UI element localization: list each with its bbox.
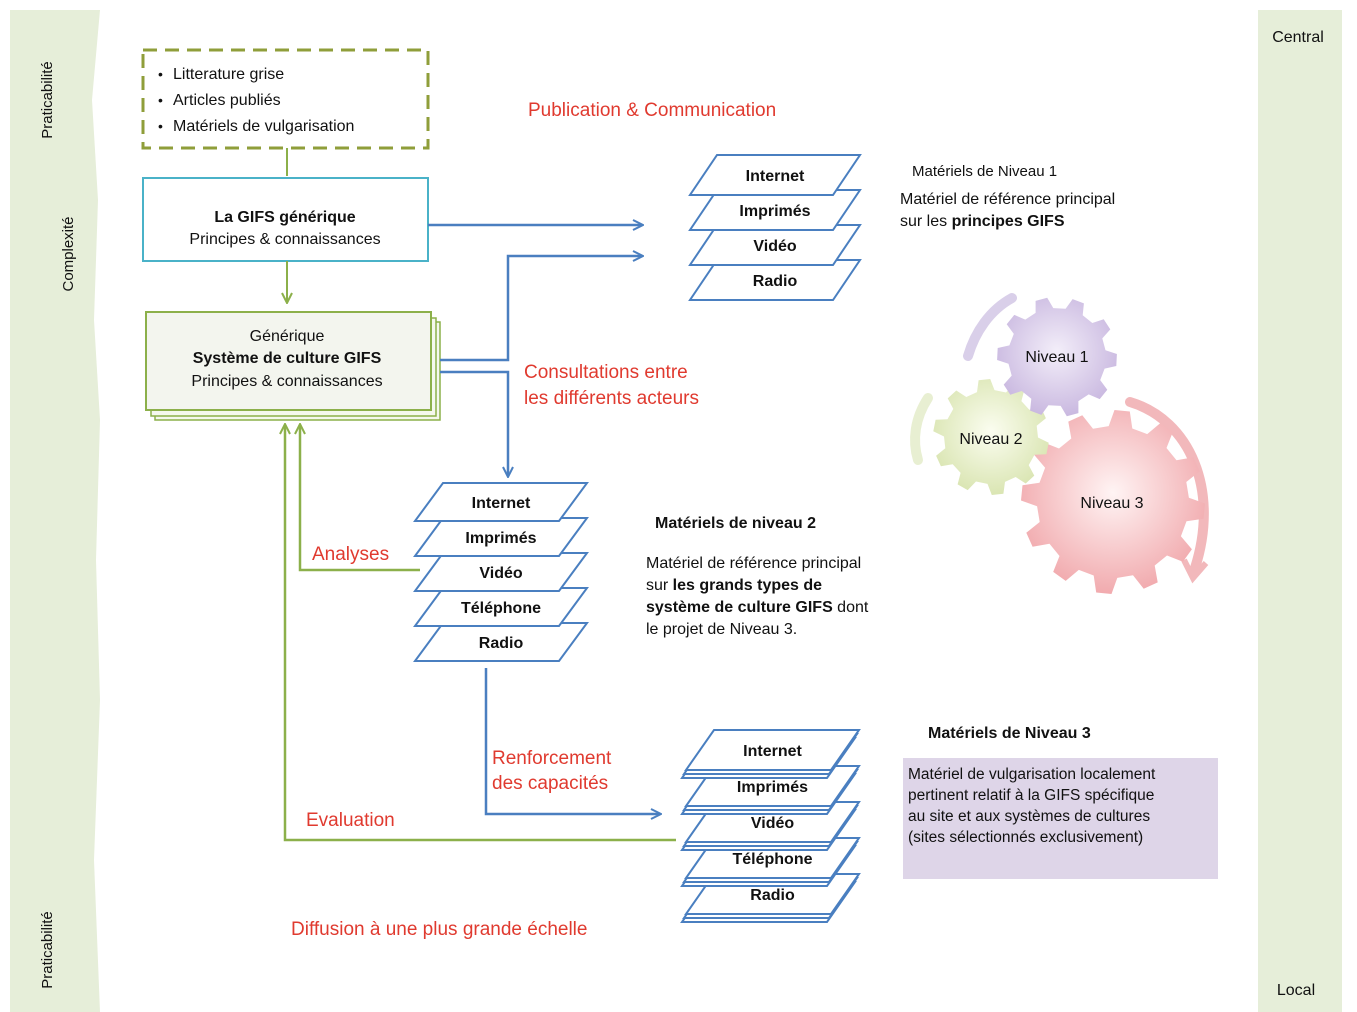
level3-desc-0: Matériel de vulgarisation localement <box>908 766 1156 783</box>
level3-desc-2: au site et aux systèmes de cultures <box>908 808 1150 825</box>
stack-item-label: Radio <box>479 635 524 652</box>
level2-stack: Radio Téléphone Vidéo Imprimés Internet <box>413 482 589 662</box>
level2-heading: Matériels de niveau 2 <box>655 515 816 532</box>
level2-desc-4: le projet de Niveau 3. <box>646 621 797 638</box>
gifs-generic-subtitle: Principes & connaissances <box>189 231 380 248</box>
source-item-2: Matériels de vulgarisation <box>173 118 354 135</box>
label-consultations-1: Consultations entre <box>524 362 688 383</box>
level1-desc-1: Matériel de référence principal <box>900 191 1115 208</box>
level3-stack: Radio Téléphone Vidéo Imprimés Internet <box>680 729 861 923</box>
arrow-system-level1 <box>440 256 642 362</box>
level1-stack: Radio Vidéo Imprimés Internet <box>688 154 862 301</box>
source-item-0: Litterature grise <box>173 66 284 83</box>
gear-niveau-2 <box>933 379 1049 495</box>
stack-item-label: Téléphone <box>461 600 541 617</box>
label-evaluation: Evaluation <box>306 810 395 831</box>
label-renforcement-1: Renforcement <box>492 748 612 769</box>
label-publication: Publication & Communication <box>528 100 776 121</box>
left-band <box>10 10 100 1012</box>
stack-item-label: Vidéo <box>479 565 523 582</box>
gear-arc-green <box>910 393 933 465</box>
level1-desc-2: sur les principes GIFS <box>900 213 1065 230</box>
source-bullet: • <box>158 92 163 108</box>
label-diffusion: Diffusion à une plus grande échelle <box>291 919 587 940</box>
stack-item-label: Internet <box>746 168 805 185</box>
level1-heading: Matériels de Niveau 1 <box>912 163 1057 180</box>
source-item-1: Articles publiés <box>173 92 281 109</box>
level2-desc-3: système de culture GIFS dont <box>646 599 869 616</box>
left-bottom-label: Praticabilité <box>39 911 56 989</box>
gear-body-red <box>1021 410 1205 594</box>
gear-label-2: Niveau 2 <box>959 431 1022 448</box>
gifs-generic-box <box>142 177 429 262</box>
source-bullet: • <box>158 66 163 82</box>
stack-item-label: Vidéo <box>751 815 795 832</box>
level2-desc-2: sur les grands types de <box>646 577 822 594</box>
system-line2: Système de culture GIFS <box>193 350 382 367</box>
system-line3: Principes & connaissances <box>191 373 382 390</box>
gears-illustration: Niveau 1 Niveau 2 Niveau 3 <box>910 293 1209 594</box>
stack-item-frame <box>413 482 589 522</box>
system-line1: Générique <box>250 328 325 345</box>
stack-item-frame <box>688 154 862 196</box>
gear-niveau-1 <box>997 297 1117 417</box>
stack-item-label: Internet <box>472 495 531 512</box>
level3-desc-1: pertinent relatif à la GIFS spécifique <box>908 787 1154 804</box>
level2-desc-1: Matériel de référence principal <box>646 555 861 572</box>
stack-item-label: Téléphone <box>732 851 812 868</box>
gear-label-3: Niveau 3 <box>1080 495 1143 512</box>
arrow-evaluation <box>285 425 676 842</box>
label-analyses: Analyses <box>312 544 389 565</box>
stack-item-label: Internet <box>743 743 802 760</box>
arrow-analyses <box>300 425 420 572</box>
level3-desc-box <box>903 758 1218 879</box>
gear-body-green <box>933 379 1049 495</box>
gear-niveau-3 <box>1021 410 1205 594</box>
sources-box <box>141 48 430 150</box>
gear-body-purple <box>997 297 1117 417</box>
gifs-generic-title: La GIFS générique <box>214 209 355 226</box>
left-top-label: Praticabilité <box>39 61 56 139</box>
right-top-label: Central <box>1272 29 1324 46</box>
right-bottom-label: Local <box>1277 982 1315 999</box>
level3-heading: Matériels de Niveau 3 <box>928 725 1091 742</box>
right-band <box>1258 10 1342 1012</box>
gear-label-1: Niveau 1 <box>1025 349 1088 366</box>
stack-item-label: Vidéo <box>753 238 797 255</box>
stack-item-label: Imprimés <box>465 530 536 547</box>
gear-arc-purple <box>963 293 1017 361</box>
source-bullet: • <box>158 118 163 134</box>
gear-arrowhead-red <box>1181 558 1209 584</box>
arrow-system-level2 <box>440 370 508 476</box>
stack-item-label: Imprimés <box>737 779 808 796</box>
label-consultations-2: les différents acteurs <box>524 388 699 409</box>
system-box <box>145 311 432 411</box>
label-renforcement-2: des capacités <box>492 773 608 794</box>
arrow-level2-level3 <box>484 668 660 814</box>
stack-item-label: Radio <box>750 887 795 904</box>
stack-item-frame <box>684 729 861 771</box>
level3-desc-3: (sites sélectionnés exclusivement) <box>908 829 1143 846</box>
left-middle-label: Complexité <box>60 216 77 291</box>
stack-item-label: Radio <box>753 273 798 290</box>
stack-item-label: Imprimés <box>739 203 810 220</box>
